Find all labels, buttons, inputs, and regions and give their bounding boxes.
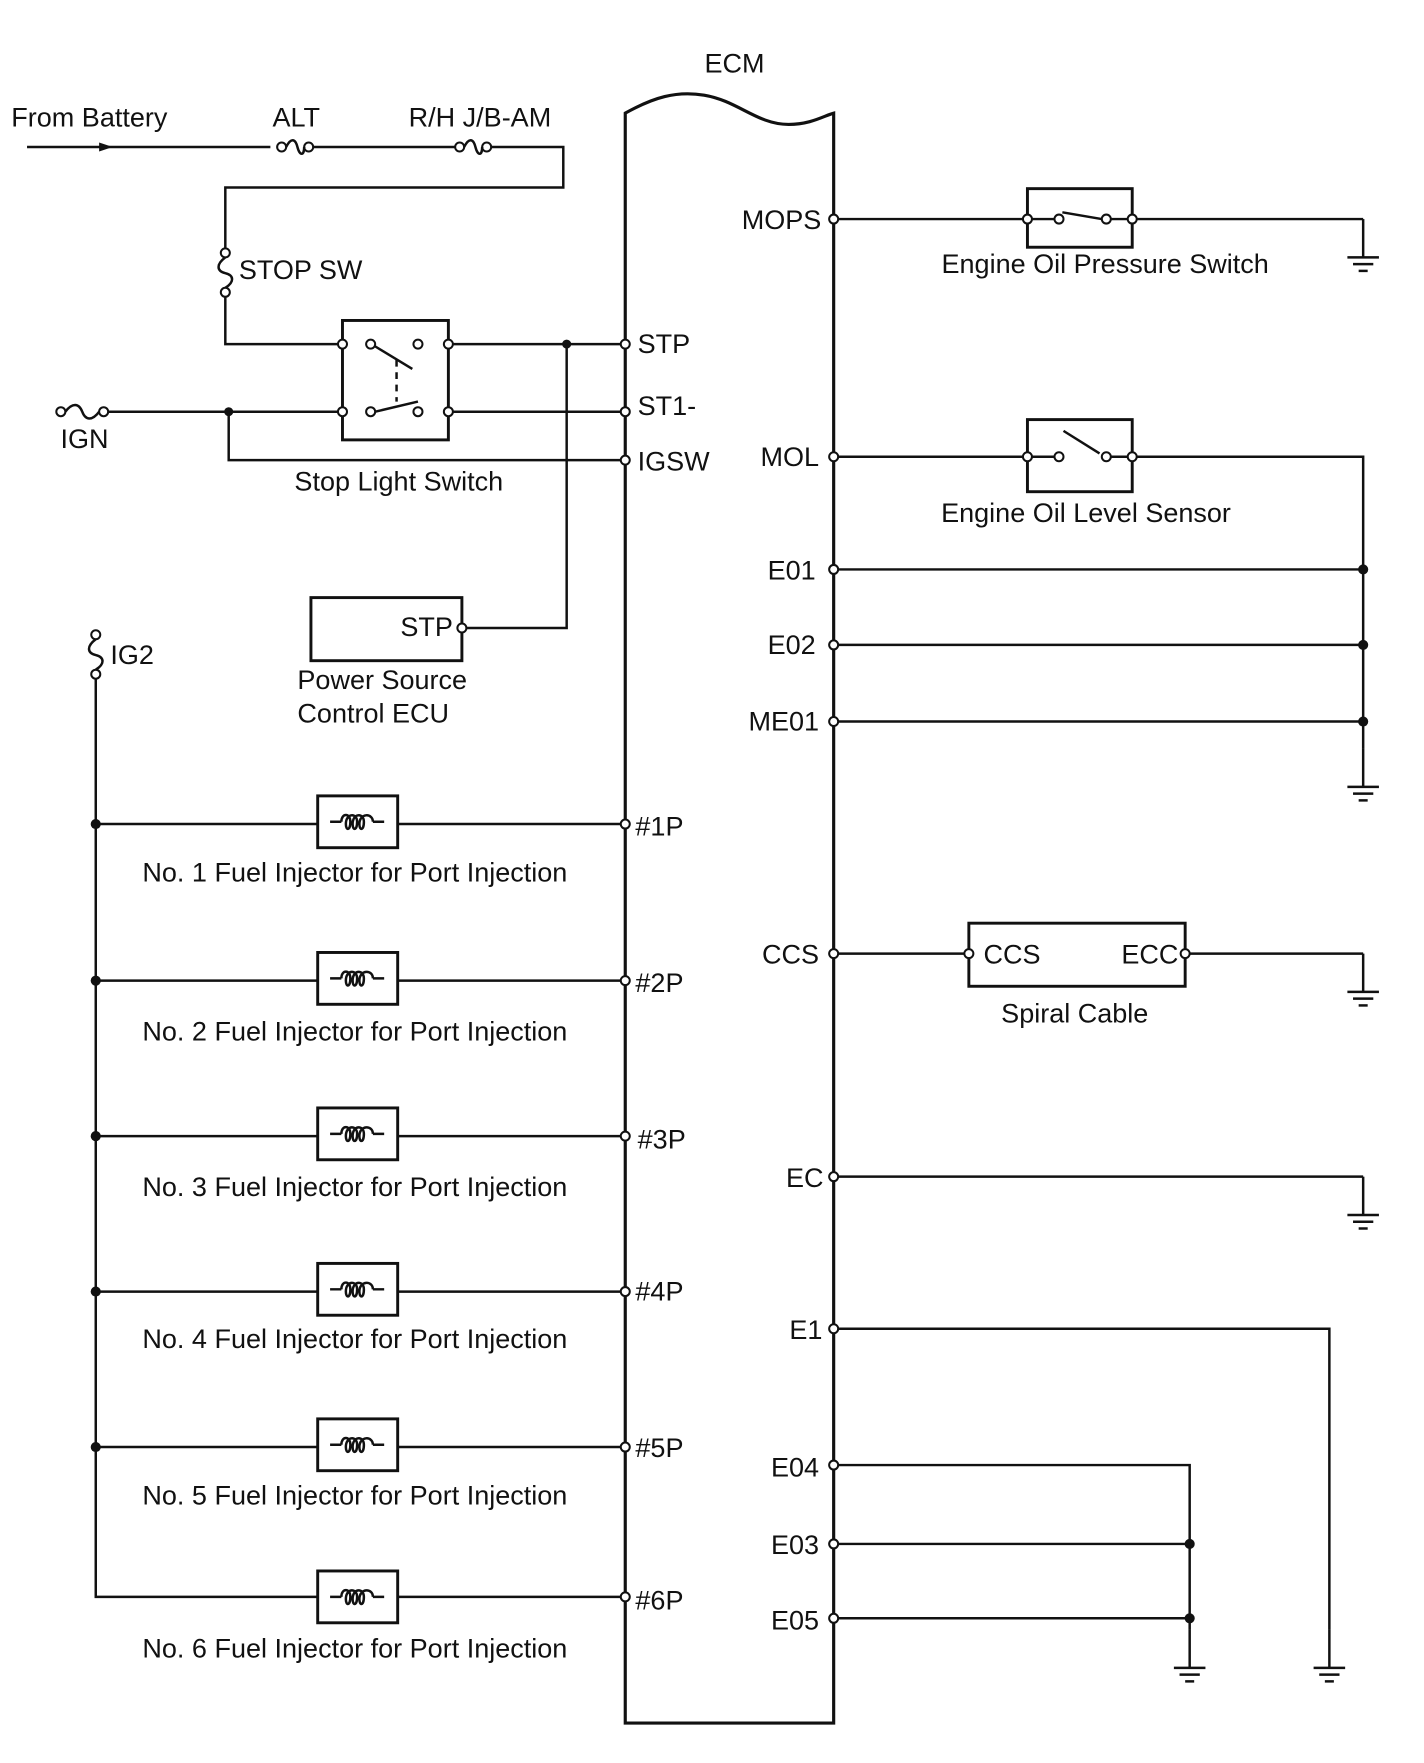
ecm-pin-e1: E1	[789, 1315, 822, 1345]
injector-6-label: No. 6 Fuel Injector for Port Injection	[142, 1634, 567, 1664]
engine-oil-pressure-switch-label: Engine Oil Pressure Switch	[942, 249, 1269, 279]
injector-2	[90, 951, 621, 1006]
ecm-pin-igsw: IGSW	[638, 446, 711, 476]
ign-fuse-label: IGN	[60, 424, 108, 454]
ground-icon-e01-e02-me01	[1346, 747, 1381, 802]
rh-jb-am-fuse-icon	[453, 138, 493, 155]
ecm-pin-6p: #6P	[635, 1585, 683, 1615]
ecm-pin-ec: EC	[786, 1163, 824, 1193]
ecm-pin-st1: ST1-	[638, 391, 697, 421]
from-battery-label: From Battery	[11, 103, 168, 133]
spiral-cable-label: Spiral Cable	[1001, 998, 1148, 1028]
ground-icon-e1	[1312, 1628, 1347, 1683]
ecm-title: ECM	[705, 49, 765, 79]
ground-icon-mops	[1346, 217, 1381, 273]
ecm-pin-e01: E01	[768, 556, 816, 586]
ecm-pin-mops: MOPS	[742, 205, 822, 235]
spiral-cable-ccs-terminal: CCS	[984, 940, 1041, 970]
ecm-left-pin-terminals	[619, 338, 631, 1603]
ground-icon-ec	[1346, 1175, 1381, 1230]
ign-fuse-icon	[55, 403, 110, 420]
injector-2-label: No. 2 Fuel Injector for Port Injection	[142, 1016, 567, 1046]
injector-3-label: No. 3 Fuel Injector for Port Injection	[142, 1172, 567, 1202]
injector-1	[90, 794, 621, 850]
battery-feed-wire	[27, 142, 271, 152]
injector-3	[90, 1106, 621, 1162]
ecm-pin-3p: #3P	[638, 1125, 686, 1155]
power-source-control-ecu-box	[309, 596, 468, 663]
spiral-cable-ecc-terminal: ECC	[1121, 940, 1178, 970]
ecm-pin-e04: E04	[771, 1452, 819, 1482]
injector-6	[316, 1569, 621, 1625]
ecm-pin-e03: E03	[771, 1530, 819, 1560]
power-source-label-line1: Power Source	[297, 665, 467, 695]
stop-sw-fuse-icon	[217, 247, 234, 298]
rh-jb-am-fuse-label: R/H J/B-AM	[409, 103, 552, 133]
injector-5-label: No. 5 Fuel Injector for Port Injection	[142, 1481, 567, 1511]
ground-icon-spiral	[1346, 952, 1381, 1007]
ecm-pin-1p: #1P	[635, 811, 683, 841]
ecm-body	[623, 92, 836, 1725]
ecm-pin-e02: E02	[768, 630, 816, 660]
ecm-pin-me01: ME01	[748, 707, 819, 737]
engine-oil-pressure-switch-box	[1021, 187, 1138, 249]
engine-oil-level-sensor-label: Engine Oil Level Sensor	[941, 498, 1231, 528]
injector-5	[90, 1417, 621, 1473]
ecm-pin-mol: MOL	[760, 442, 819, 472]
ecm-pin-stp: STP	[638, 329, 691, 359]
spiral-cable-box	[963, 921, 1191, 988]
injector-1-label: No. 1 Fuel Injector for Port Injection	[142, 858, 567, 888]
stop-light-switch-box	[336, 318, 454, 442]
ground-icon-e04-e03-e05	[1172, 1628, 1207, 1683]
power-source-label-line2: Control ECU	[297, 699, 449, 729]
injector-4-label: No. 4 Fuel Injector for Port Injection	[142, 1324, 567, 1354]
ecm-pin-4p: #4P	[635, 1277, 683, 1307]
ecm-pin-2p: #2P	[635, 968, 683, 998]
engine-oil-level-sensor-box	[1021, 418, 1138, 494]
stop-light-switch-label: Stop Light Switch	[294, 467, 503, 497]
ig2-fuse-icon	[87, 629, 104, 680]
ecm-pin-ccs: CCS	[762, 940, 819, 970]
stop-sw-fuse-label: STOP SW	[239, 255, 363, 285]
power-source-stp-terminal: STP	[400, 612, 453, 642]
alt-fuse-label: ALT	[273, 103, 321, 133]
injector-4	[90, 1261, 621, 1317]
ecm-pin-5p: #5P	[635, 1433, 683, 1463]
ecm-pin-e05: E05	[771, 1606, 819, 1636]
alt-fuse-icon	[275, 138, 315, 155]
ig2-fuse-label: IG2	[110, 640, 154, 670]
